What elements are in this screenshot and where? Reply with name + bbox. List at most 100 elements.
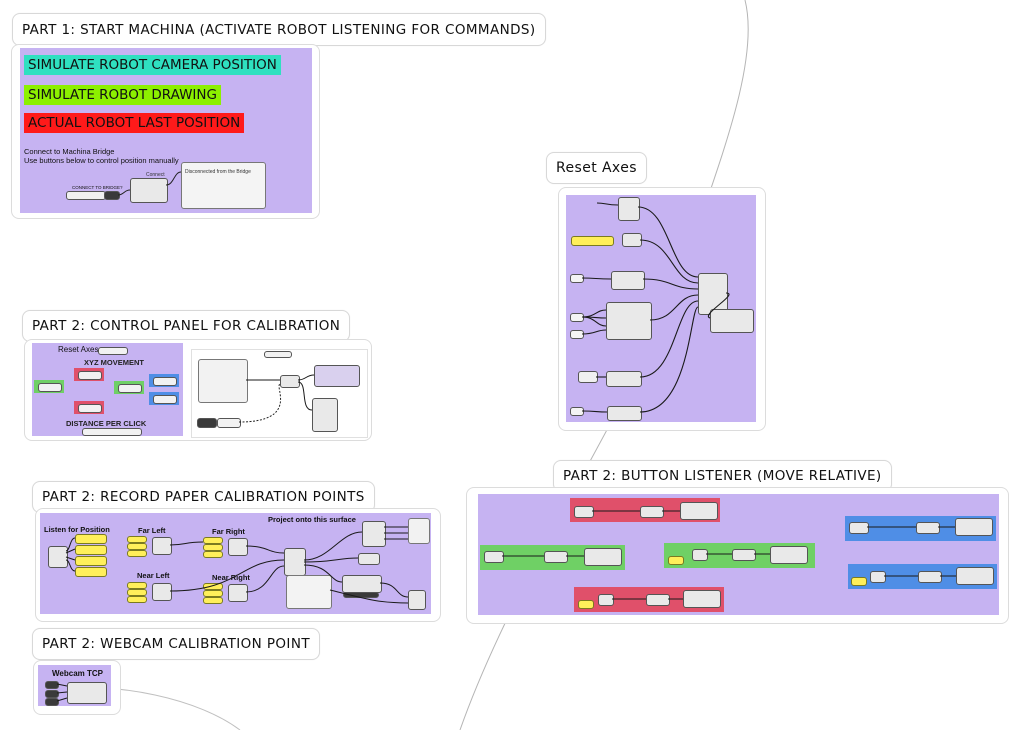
listener-node-21[interactable] [683,590,721,608]
listener-node-7[interactable] [668,556,684,565]
orient-node[interactable] [312,398,338,432]
listener-node-16[interactable] [918,571,942,583]
x-plus-button[interactable] [118,384,142,393]
listener-node-10[interactable] [770,546,808,564]
actual-last-label: ACTUAL ROBOT LAST POSITION [24,113,245,133]
reset-node-listen[interactable] [710,309,754,333]
distance-slider[interactable] [82,428,142,436]
z-minus-button[interactable] [153,395,177,404]
far-right-point[interactable] [228,538,248,556]
near-left-z[interactable] [127,596,147,603]
listener-node-17[interactable] [956,567,994,585]
near-right-z[interactable] [203,597,223,604]
bradius-label-node [264,351,292,358]
sim-drawing-label: SIMULATE ROBOT DRAWING [24,85,221,105]
y-minus-button[interactable] [78,404,102,413]
listener-node-4[interactable] [484,551,504,563]
context-dark-bar [343,592,379,598]
listen-yellow-3 [75,556,107,566]
reset-node-speed-2[interactable] [606,371,642,387]
context-node[interactable] [342,575,382,593]
reset-title: Reset Axes [546,152,647,184]
reset-node-speed-3[interactable] [607,406,642,421]
listener-node-13[interactable] [955,518,993,536]
connect-toggle-caption: CONNECT TO BRIDGE? [72,185,123,190]
reset-node-yellow-input[interactable] [571,236,614,246]
sort-node[interactable] [362,521,386,547]
reset-node-define-tool[interactable] [618,197,640,221]
far-left-label: Far Left [138,526,166,535]
part1-title-text: PART 1: START MACHINA (ACTIVATE ROBOT LI… [22,21,536,38]
near-left-point[interactable] [152,583,172,601]
points-table [198,359,248,403]
merge-node[interactable] [284,548,306,576]
reset-slider-2[interactable] [570,313,584,322]
webcam-tcp-label: Webcam TCP [52,669,103,678]
listen-node[interactable] [48,546,68,568]
webcam-input-1[interactable] [45,681,59,689]
listener-title: PART 2: BUTTON LISTENER (MOVE RELATIVE) [553,460,892,492]
bridge-panel-text: Disconnected from the Bridge [185,169,251,175]
far-right-y[interactable] [203,544,223,551]
connect-toggle[interactable] [66,191,106,200]
reset-node-axes[interactable] [606,302,652,340]
listener-node-14[interactable] [851,577,867,586]
reset-node-speed-1[interactable] [611,271,645,290]
project-surface-label: Project onto this surface [268,515,356,524]
listener-node-2[interactable] [640,506,664,518]
near-right-point[interactable] [228,584,248,602]
context-panel [286,575,332,609]
far-left-x[interactable] [127,536,147,543]
near-left-x[interactable] [127,582,147,589]
listener-node-3[interactable] [680,502,718,520]
z-plus-button[interactable] [153,377,177,386]
near-right-y[interactable] [203,590,223,597]
y-plus-button[interactable] [78,371,102,380]
listen-yellow-2 [75,545,107,555]
project-node[interactable] [280,375,300,388]
xyz-movement-label: XYZ MOVEMENT [84,358,145,367]
reset-slider-3[interactable] [570,330,584,339]
listener-node-9[interactable] [732,549,756,561]
far-right-z[interactable] [203,551,223,558]
webcam-title: PART 2: WEBCAM CALIBRATION POINT [32,628,320,660]
listen-yellow-1 [75,534,107,544]
listener-node-20[interactable] [646,594,670,606]
far-left-y[interactable] [127,543,147,550]
listener-node-11[interactable] [849,522,869,534]
near-left-y[interactable] [127,589,147,596]
reset-slider-1[interactable] [570,274,584,283]
webcam-input-3[interactable] [45,698,59,706]
listener-node-15[interactable] [870,571,886,583]
reset-axes-label: Reset Axes [58,345,99,354]
listener-node-6[interactable] [584,548,622,566]
connect-toggle-switch[interactable] [104,191,120,200]
reset-axes-button[interactable] [98,347,128,355]
connect-line1: Connect to Machina Bridge [24,147,115,156]
listen-label: Listen for Position [44,525,110,534]
listener-node-1[interactable] [574,506,594,518]
tag-node[interactable] [408,590,426,610]
connect-node-caption: Connect [146,172,165,178]
webcam-tool-node[interactable] [67,682,107,704]
reset-button-node[interactable] [578,371,598,383]
bradius-input[interactable] [217,418,241,428]
x-minus-button[interactable] [38,383,62,392]
listener-node-5[interactable] [544,551,568,563]
far-left-point[interactable] [152,537,172,555]
reset-slider-4[interactable] [570,407,584,416]
far-left-z[interactable] [127,550,147,557]
onshow-node[interactable] [358,553,380,565]
far-right-x[interactable] [203,537,223,544]
reset-node-attach-tool[interactable] [622,233,642,247]
connect-node[interactable] [130,178,168,203]
connect-line2: Use buttons below to control position ma… [24,156,179,165]
webcam-input-2[interactable] [45,690,59,698]
listener-node-19[interactable] [598,594,614,606]
listener-node-12[interactable] [916,522,940,534]
media-controls[interactable] [197,418,217,428]
listener-node-18[interactable] [578,600,594,609]
listener-node-8[interactable] [692,549,708,561]
record-title: PART 2: RECORD PAPER CALIBRATION POINTS [32,481,375,513]
near-right-x[interactable] [203,583,223,590]
